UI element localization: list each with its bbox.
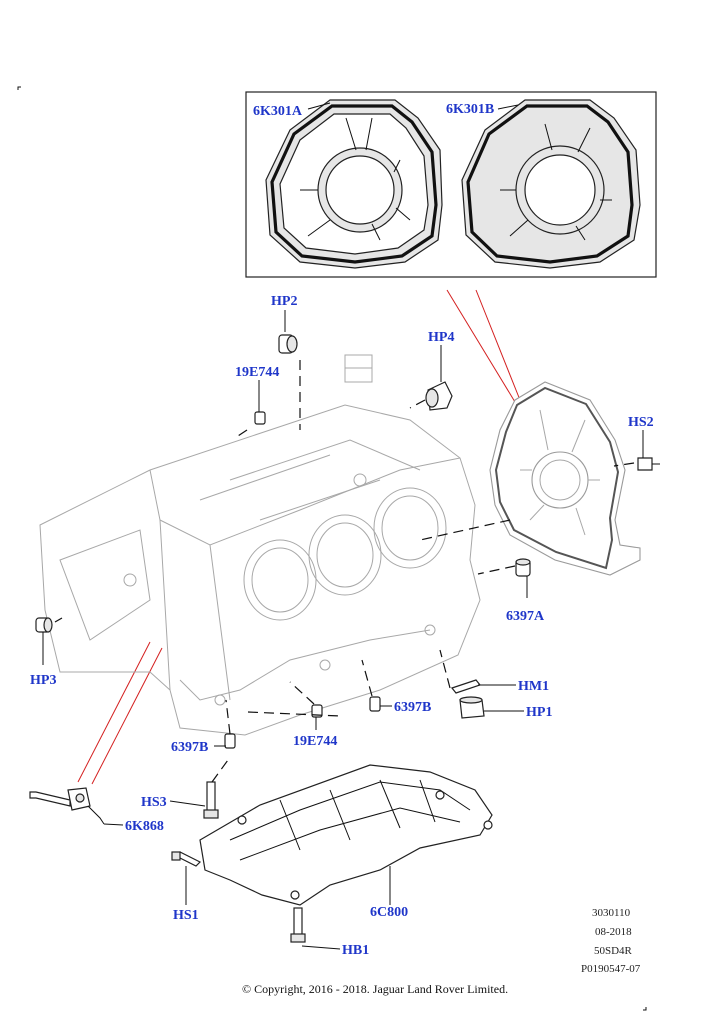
reference-line <box>446 289 516 403</box>
callout-hs2[interactable]: HS2 <box>628 415 654 430</box>
callout-hs1[interactable]: HS1 <box>173 908 199 923</box>
callout-19e744-bottom[interactable]: 19E744 <box>293 734 337 749</box>
bolt-hs2[interactable] <box>637 457 660 471</box>
callout-6k301b[interactable]: 6K301B <box>446 102 494 117</box>
callout-hp3[interactable]: HP3 <box>30 673 56 688</box>
rear-cover <box>489 381 641 576</box>
callout-6397b-right[interactable]: 6397B <box>394 700 431 715</box>
callout-6c800[interactable]: 6C800 <box>370 905 408 920</box>
plug-hp4[interactable] <box>425 381 453 411</box>
plug-hp3[interactable] <box>35 617 53 633</box>
reference-line <box>91 647 163 785</box>
callout-6397a[interactable]: 6397A <box>506 609 545 624</box>
gasket-inset <box>245 91 657 278</box>
illustration-code: 3030110 <box>592 907 631 919</box>
dowel-19e744-top[interactable] <box>254 411 266 425</box>
corner-mark <box>17 86 21 90</box>
hm1-part[interactable] <box>450 679 482 694</box>
bedplate-6c800[interactable] <box>199 764 493 906</box>
dowel-6397b-left[interactable] <box>224 733 236 749</box>
callout-hp4[interactable]: HP4 <box>428 330 454 345</box>
bolt-hs1[interactable] <box>171 851 202 867</box>
illustration-ref: P0190547-07 <box>581 963 641 975</box>
reference-line <box>475 289 521 401</box>
callout-hb1[interactable]: HB1 <box>342 943 369 958</box>
dowel-6397b-right[interactable] <box>369 696 381 712</box>
rear-cover-gasket-b[interactable] <box>461 99 641 269</box>
reference-line <box>77 641 151 783</box>
callout-hp1[interactable]: HP1 <box>526 705 552 720</box>
bolt-hb1[interactable] <box>290 907 306 943</box>
illustration-date: 08-2018 <box>595 926 632 938</box>
callout-6397b-left[interactable]: 6397B <box>171 740 208 755</box>
plug-hp2[interactable] <box>278 334 298 354</box>
dowel-6397a[interactable] <box>515 558 531 577</box>
cylinder-block <box>39 354 481 736</box>
bolt-hs3[interactable] <box>203 781 219 819</box>
callout-6k301a[interactable]: 6K301A <box>253 104 303 119</box>
callout-6k868[interactable]: 6K868 <box>125 819 164 834</box>
callout-hp2[interactable]: HP2 <box>271 294 297 309</box>
leader-lines <box>42 102 644 950</box>
plug-hp1[interactable] <box>459 696 485 719</box>
dowel-19e744-bottom[interactable] <box>311 704 323 718</box>
sensor-6k868[interactable] <box>29 787 105 825</box>
rear-cover-gasket-a[interactable] <box>265 99 443 269</box>
callout-hs3[interactable]: HS3 <box>141 795 167 810</box>
model-code: 50SD4R <box>594 945 633 957</box>
corner-mark <box>643 1007 647 1011</box>
callout-19e744-top[interactable]: 19E744 <box>235 365 279 380</box>
copyright-notice: © Copyright, 2016 - 2018. Jaguar Land Ro… <box>242 982 508 996</box>
callout-hm1[interactable]: HM1 <box>518 679 549 694</box>
